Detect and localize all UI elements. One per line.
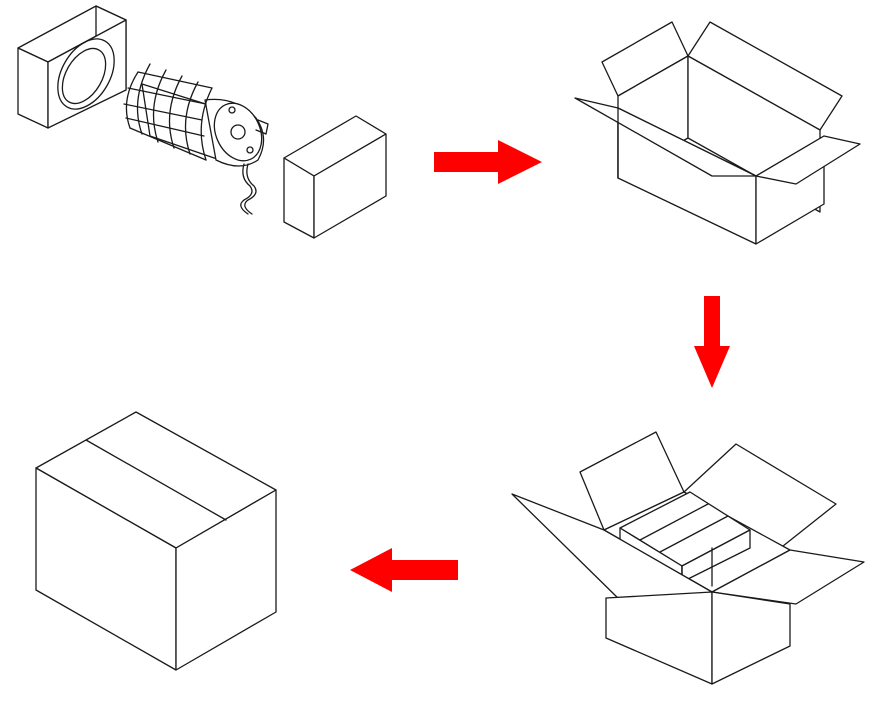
packed-carton-left-face (605, 591, 713, 685)
foam-end-cap-left (17, 5, 127, 129)
packed-carton-right-face (711, 591, 791, 685)
sealed-carton-right-face (175, 489, 277, 671)
carton-side-flap (755, 135, 861, 185)
arrow-step3-to-step4 (350, 548, 458, 592)
step-3-packed-carton (511, 431, 865, 685)
step-4-sealed-carton (35, 411, 277, 671)
foam-end-cap-right (283, 115, 387, 239)
lamp-fixture (123, 63, 269, 215)
step-1-fixture-with-foam-caps (17, 5, 387, 239)
step-2-open-carton (574, 21, 861, 245)
sealed-carton-tape-seam (85, 439, 227, 521)
arrow-step2-to-step3 (694, 296, 730, 388)
arrow-step1-to-step2 (434, 140, 542, 184)
